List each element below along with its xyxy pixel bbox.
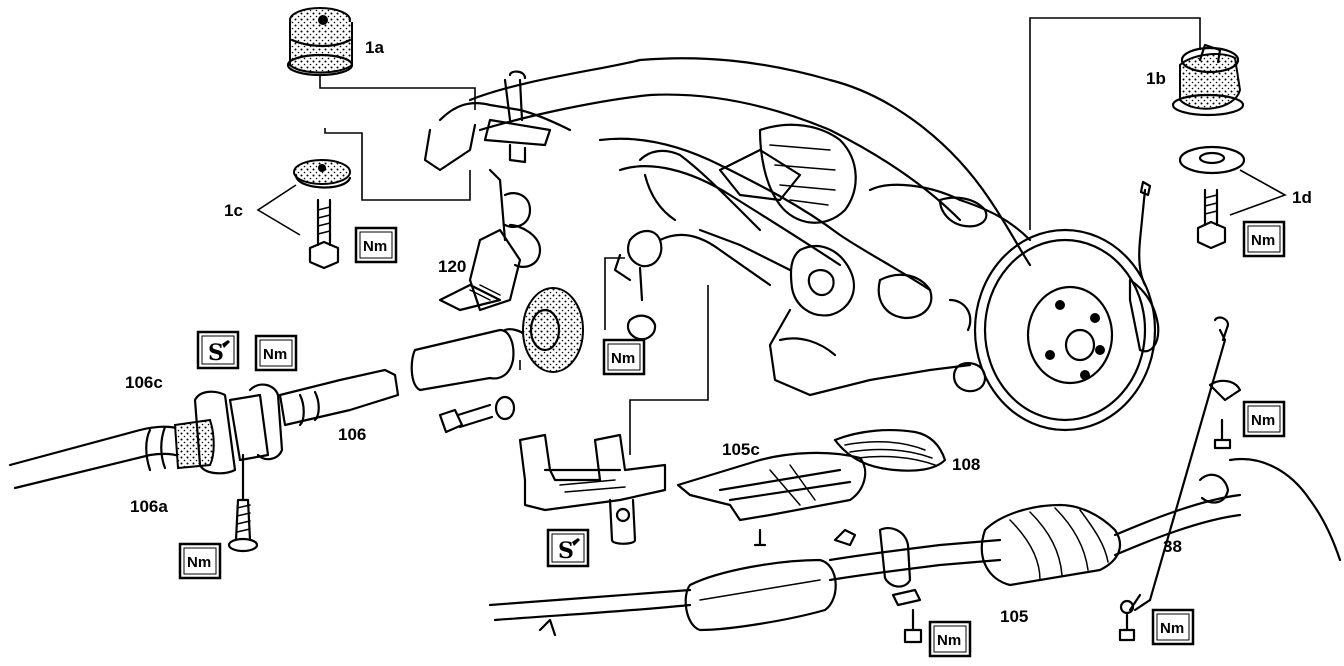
- washer-bolt-1d: [1178, 145, 1246, 250]
- propeller-shaft: [8, 287, 584, 490]
- torque-badge: Nm: [1242, 220, 1286, 258]
- callout-106: 106: [338, 425, 366, 444]
- svg-text:S: S: [208, 340, 224, 366]
- fasteners-right: [903, 379, 1242, 644]
- torque-badge: Nm: [928, 620, 972, 658]
- leader-lines: [256, 17, 1287, 455]
- svg-text:S: S: [558, 538, 574, 564]
- torque-badge: Nm: [178, 542, 222, 580]
- callout-105c: 105c: [722, 440, 760, 459]
- callout-106c: 106c: [125, 373, 163, 392]
- svg-text:Nm: Nm: [611, 350, 635, 367]
- callout-105: 105: [1000, 607, 1028, 626]
- torque-badge: Nm: [1242, 400, 1286, 438]
- callout-1c: 1c: [224, 201, 243, 220]
- callout-labels: 1a 1b 1c 1d 120 106c 106 106a 105c 108 1…: [125, 38, 1312, 626]
- svg-text:Nm: Nm: [937, 632, 961, 649]
- svg-text:Nm: Nm: [187, 554, 211, 571]
- callout-38: 38: [1163, 537, 1182, 556]
- callout-1a: 1a: [365, 38, 384, 57]
- svg-text:Nm: Nm: [1251, 232, 1275, 249]
- heat-shield-bracket: [518, 433, 667, 545]
- svg-text:Nm: Nm: [1251, 412, 1275, 429]
- sealant-badge: S: [546, 528, 590, 568]
- torque-badges: Nm Nm Nm Nm Nm Nm Nm Nm: [178, 220, 1286, 658]
- torque-badge: Nm: [354, 226, 398, 264]
- exhaust-system: [488, 316, 1342, 637]
- bushing-1a: [286, 7, 354, 77]
- washer-bolt-1c: [293, 159, 352, 270]
- torque-badge: Nm: [254, 334, 298, 372]
- heat-shield-108: [833, 428, 947, 472]
- rear-axle-subframe: [423, 57, 1160, 432]
- torque-badge: Nm: [1151, 608, 1195, 646]
- torque-badge: Nm: [602, 338, 646, 376]
- bushing-1b: [1171, 43, 1245, 117]
- callout-1d: 1d: [1292, 188, 1312, 207]
- svg-text:Nm: Nm: [263, 346, 287, 363]
- svg-text:Nm: Nm: [363, 238, 387, 255]
- callout-106a: 106a: [130, 497, 168, 516]
- screw-106a: [227, 453, 259, 553]
- heat-shield-105c: [676, 451, 867, 547]
- sealant-badge: S: [196, 330, 240, 370]
- svg-text:Nm: Nm: [1160, 620, 1184, 637]
- callout-108: 108: [952, 455, 980, 474]
- callout-120: 120: [438, 257, 466, 276]
- sealant-badges: S S: [196, 330, 590, 568]
- callout-1b: 1b: [1146, 69, 1166, 88]
- linkage-120: [438, 168, 542, 312]
